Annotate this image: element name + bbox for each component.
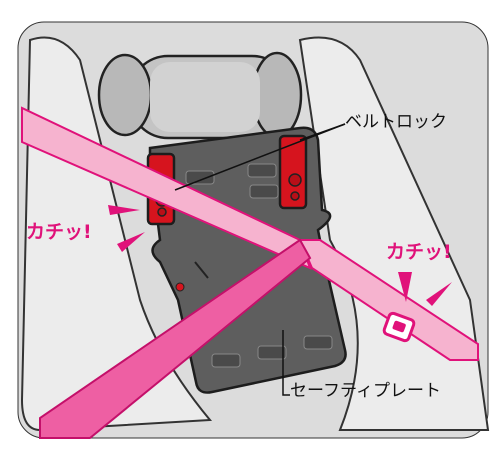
belt-lock-label: ベルトロック	[345, 112, 447, 132]
click-marks-right	[398, 272, 452, 306]
click-marks-left	[108, 205, 145, 252]
belt-clip	[382, 311, 416, 343]
safety-plate-label: セーフティプレート	[290, 381, 441, 401]
headrest	[97, 51, 303, 140]
belt-lock-right	[278, 134, 308, 210]
click-sound-right: カチッ!	[386, 241, 452, 263]
click-sound-left: カチッ!	[26, 221, 92, 243]
lap-belt	[39, 238, 312, 439]
leader-line-plate	[282, 330, 290, 396]
shoulder-belt	[21, 106, 479, 361]
leader-line-lock-left	[174, 123, 346, 191]
